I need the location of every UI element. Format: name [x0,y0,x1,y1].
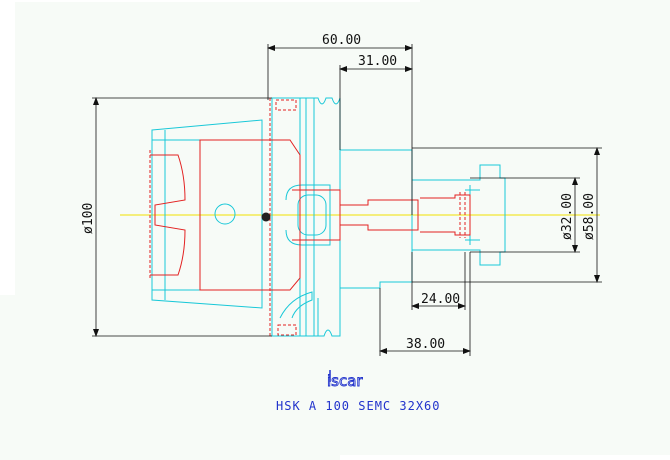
tool-body [285,149,506,289]
dim-projection-length: 38.00 [406,337,445,352]
dim-bore-diameter: ø32.00 [560,193,575,240]
dim-flange-diameter: ø100 [81,203,96,234]
part-name: HSK A 100 SEMC 32X60 [276,399,441,413]
brand-logo: iscar [327,370,364,390]
blank-panel-bottom [340,455,670,460]
dim-body-diameter: ø58.00 [582,193,597,240]
dim-flange-to-end: 31.00 [358,54,397,69]
center-point [261,212,271,222]
blank-panel-left [0,0,15,295]
flange [271,97,341,337]
hsk-taper [151,119,263,309]
dimension-lines [92,44,602,356]
svg-text:iscar: iscar [327,372,363,390]
internal-features [149,98,471,336]
side-hole [214,203,236,225]
dim-overall-length: 60.00 [322,33,361,48]
blank-panel-top [0,0,420,2]
dim-clamp-length: 24.00 [421,292,460,307]
